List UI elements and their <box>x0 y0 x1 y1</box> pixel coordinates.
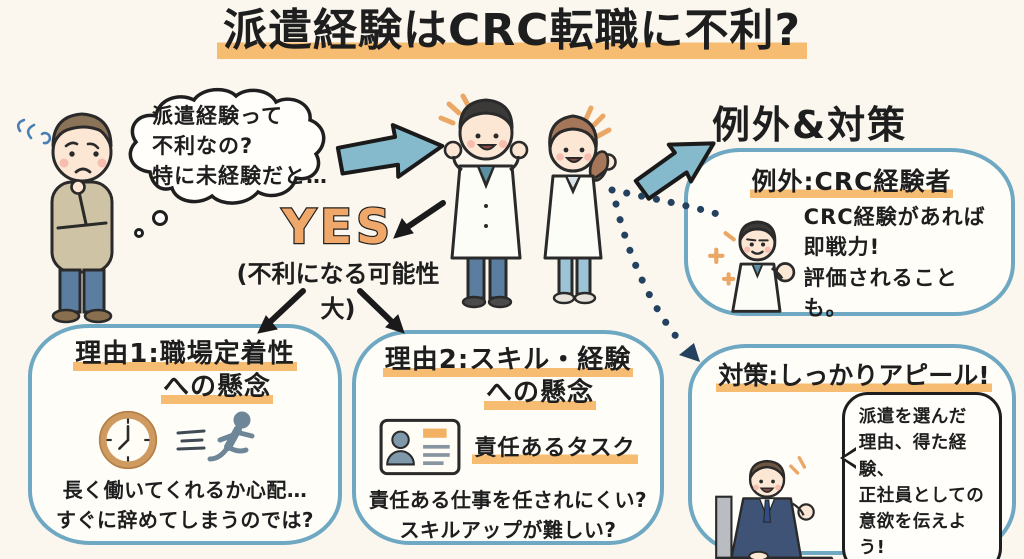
thought-line: 派遣経験って <box>152 104 283 129</box>
crc-staff-pair-illustration <box>438 93 617 309</box>
measure-speech-bubble: 派遣を選んだ 理由、得た経験、 正社員としての 意欲を伝えよう! <box>839 392 1002 559</box>
exception-box-title: 例外:CRC経験者 <box>706 162 997 199</box>
measure-box: 対策:しっかりアピール! <box>688 344 1016 559</box>
thought-bubble: 派遣経験って 不利なの? 特に未経験だと… <box>114 82 334 212</box>
thought-bubble-text: 派遣経験って 不利なの? 特に未経験だと… <box>114 82 334 212</box>
reason2-badge: 責任あるタスク <box>472 429 638 465</box>
reason2-title: 理由2:スキル・経験 への懸念 <box>364 344 652 411</box>
thought-bubble-tail-dot <box>152 210 168 226</box>
exception-box: 例外:CRC経験者 <box>684 148 1015 320</box>
reason1-title: 理由1:職場定着性 への懸念 <box>42 338 328 405</box>
reason2-box: 理由2:スキル・経験 への懸念 責任あるタスク 責任ある仕事を任されにくい? ス… <box>352 330 664 545</box>
sigh-squiggle-icon <box>16 118 52 145</box>
verdict-note: (不利になる可能性大) <box>236 260 440 323</box>
id-card-icon <box>380 418 461 476</box>
sparkle-icon <box>789 455 807 475</box>
sparkle-icon <box>583 105 612 139</box>
reason1-box: 理由1:職場定着性 への懸念 <box>28 324 342 545</box>
thought-bubble-shape <box>128 87 326 205</box>
verdict-yes-label: YES <box>281 200 394 255</box>
interview-person-illustration <box>715 455 834 559</box>
sparkle-plus-icon <box>708 231 736 286</box>
exception-box-text: CRC経験があれば 即戦力! 評価されることも。 <box>803 205 986 321</box>
experienced-crc-person-illustration <box>708 220 796 313</box>
worried-man-illustration <box>16 112 114 324</box>
page-title: 派遣経験はCRC転職に不利? <box>217 5 807 61</box>
thought-line: 特に未経験だと… <box>152 163 328 188</box>
reason2-text: 責任ある仕事を任されにくい? スキルアップが難しい? <box>368 488 648 542</box>
thought-bubble-tail-dot <box>134 228 144 238</box>
exceptions-measures-header: 例外&対策 <box>712 103 908 147</box>
thought-line: 不利なの? <box>152 134 254 159</box>
running-person-icon <box>176 411 255 462</box>
clock-icon <box>98 410 158 470</box>
measure-box-title: 対策:しっかりアピール! <box>706 356 1002 393</box>
reason1-text: 長く働いてくれるか心配… すぐに辞めてしまうのでは? <box>55 478 315 532</box>
verdict-block: YES (不利になる可能性大) <box>222 200 454 324</box>
title-bar: 派遣経験はCRC転職に不利? <box>0 5 1024 61</box>
